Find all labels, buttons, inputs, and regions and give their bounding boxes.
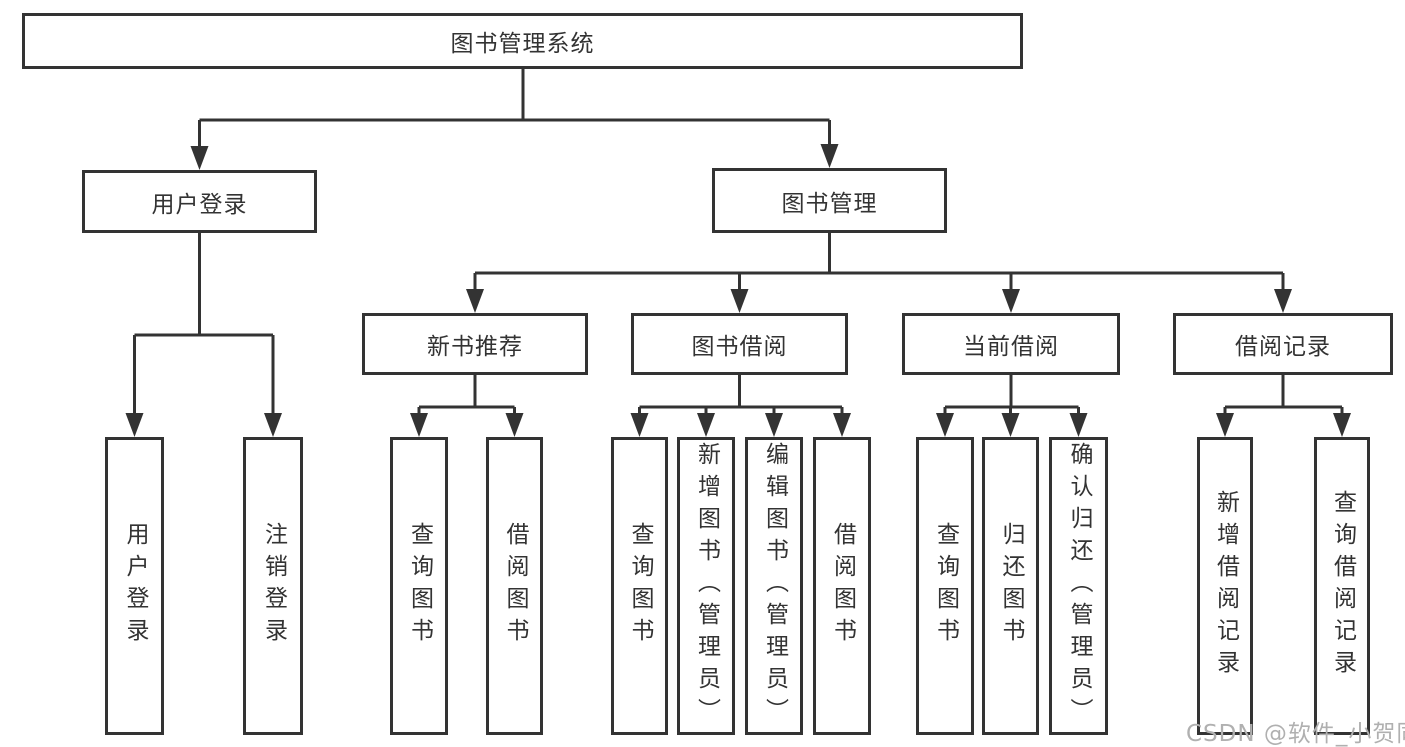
leaf-add-borrow-record: 新增借阅记录 xyxy=(1197,437,1253,735)
leaf-add-books-admin: 新增图书（管理员） xyxy=(677,437,735,735)
arrowhead-icon xyxy=(820,144,839,168)
node-label: 图书管理系统 xyxy=(450,31,595,57)
connector-userlogin-to-leaves xyxy=(133,233,275,421)
leaf-borrow-books: 借阅图书 xyxy=(813,437,871,735)
node-root-library-system: 图书管理系统 xyxy=(22,13,1023,69)
node-book-management: 图书管理 xyxy=(712,168,947,233)
connector-newbooks-to-leaves xyxy=(417,375,516,419)
leaf-query-borrow-record: 查询借阅记录 xyxy=(1314,437,1370,735)
arrowhead-icon xyxy=(125,413,144,437)
arrowhead-icon xyxy=(1001,413,1020,437)
connector-records-to-leaves xyxy=(1223,375,1344,419)
leaf-label: 借阅图书 xyxy=(829,522,856,650)
arrowhead-icon xyxy=(730,289,749,313)
leaf-query-books: 查询图书 xyxy=(611,437,668,735)
leaf-label: 查询借阅记录 xyxy=(1329,490,1356,682)
arrowheads xyxy=(125,144,1351,437)
leaf-confirm-return-admin: 确认归还（管理员） xyxy=(1049,437,1108,735)
csdn-watermark: CSDN @软件_小贺同学 xyxy=(1186,721,1405,747)
leaf-label: 确认归还（管理员） xyxy=(1066,442,1092,730)
node-book-borrowing: 图书借阅 xyxy=(631,313,848,375)
arrowhead-icon xyxy=(410,413,428,437)
leaf-logout: 注销登录 xyxy=(243,437,303,735)
connector-current-to-leaves xyxy=(943,375,1080,419)
node-new-book-recommend: 新书推荐 xyxy=(362,313,588,375)
arrowhead-icon xyxy=(466,289,484,313)
leaf-label: 归还图书 xyxy=(998,522,1024,650)
arrowhead-icon xyxy=(1002,289,1020,313)
leaf-label: 查询图书 xyxy=(932,522,959,650)
arrowhead-icon xyxy=(264,413,282,437)
leaf-edit-books-admin: 编辑图书（管理员） xyxy=(745,437,803,735)
arrowhead-icon xyxy=(505,413,524,437)
arrowhead-icon xyxy=(833,413,851,437)
arrowhead-icon xyxy=(630,413,649,437)
connector-bookmgmt-to-level3 xyxy=(473,233,1285,297)
leaf-label: 用户登录 xyxy=(122,522,148,650)
node-user-login: 用户登录 xyxy=(82,170,317,233)
leaf-query-books: 查询图书 xyxy=(916,437,974,735)
node-label: 图书借阅 xyxy=(691,334,788,360)
leaf-label: 查询图书 xyxy=(406,522,433,650)
node-label: 当前借阅 xyxy=(963,334,1059,360)
node-label: 用户登录 xyxy=(151,191,248,218)
arrowhead-icon xyxy=(1333,413,1351,437)
arrowhead-icon xyxy=(1216,413,1234,437)
arrowhead-icon xyxy=(190,146,209,170)
leaf-label: 查询图书 xyxy=(627,522,653,650)
arrowhead-icon xyxy=(1069,413,1088,437)
leaf-label: 借阅图书 xyxy=(502,522,528,650)
leaf-label: 注销登录 xyxy=(260,522,287,650)
leaf-label: 新增借阅记录 xyxy=(1212,490,1239,682)
node-borrowing-records: 借阅记录 xyxy=(1173,313,1393,375)
leaf-return-books: 归还图书 xyxy=(982,437,1039,735)
leaf-borrow-books: 借阅图书 xyxy=(486,437,543,735)
leaf-query-books: 查询图书 xyxy=(390,437,448,735)
node-label: 借阅记录 xyxy=(1235,334,1331,360)
leaf-label: 编辑图书（管理员） xyxy=(761,442,788,730)
arrowhead-icon xyxy=(1274,289,1292,313)
arrowhead-icon xyxy=(936,413,954,437)
arrowhead-icon xyxy=(765,413,783,437)
node-label: 图书管理 xyxy=(781,190,878,217)
arrowhead-icon xyxy=(697,413,715,437)
leaf-label: 新增图书（管理员） xyxy=(693,442,720,730)
connector-borrowing-to-leaves xyxy=(638,375,844,419)
node-current-borrowing: 当前借阅 xyxy=(902,313,1120,375)
connector-root-to-level2 xyxy=(198,68,831,150)
node-label: 新书推荐 xyxy=(427,334,523,360)
leaf-user-login: 用户登录 xyxy=(105,437,164,735)
